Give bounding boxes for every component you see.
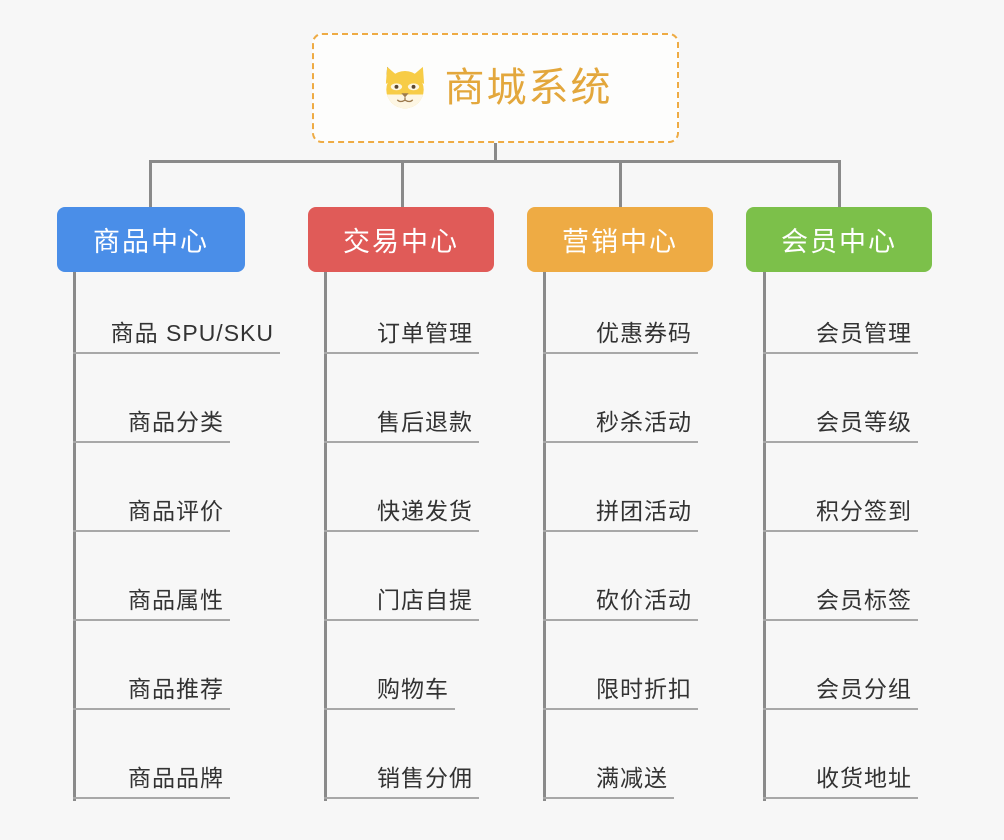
connector-drop-2 (401, 160, 404, 207)
connector-root-stem (494, 143, 497, 163)
leaf-item[interactable]: 销售分佣 (324, 710, 479, 799)
leaf-label: 会员分组 (816, 675, 912, 702)
category-label-3: 营销中心 (562, 227, 678, 257)
leaf-item[interactable]: 优惠券码 (543, 265, 698, 354)
category-box-1[interactable]: 商品中心 (57, 207, 245, 272)
leaf-label: 收货地址 (816, 764, 912, 791)
leaf-item[interactable]: 砍价活动 (543, 532, 698, 621)
leaf-item[interactable]: 订单管理 (324, 265, 479, 354)
leaf-item[interactable]: 门店自提 (324, 532, 479, 621)
leaf-item[interactable]: 购物车 (324, 621, 455, 710)
leaf-item[interactable]: 快递发货 (324, 443, 479, 532)
leaf-label: 商品属性 (128, 586, 224, 613)
connector-drop-4 (838, 160, 841, 207)
root-node[interactable]: 商城系统 (312, 33, 679, 143)
connector-horizontal-bus (149, 160, 839, 163)
leaf-label: 会员等级 (816, 408, 912, 435)
leaf-item[interactable]: 商品推荐 (73, 621, 230, 710)
leaf-label: 秒杀活动 (596, 408, 692, 435)
leaf-label: 砍价活动 (596, 586, 692, 613)
leaf-item[interactable]: 会员管理 (763, 265, 918, 354)
leaf-item[interactable]: 秒杀活动 (543, 354, 698, 443)
category-box-3[interactable]: 营销中心 (527, 207, 713, 272)
leaf-label: 会员标签 (816, 586, 912, 613)
leaf-label: 销售分佣 (377, 764, 473, 791)
leaf-item[interactable]: 收货地址 (763, 710, 918, 799)
leaf-item[interactable]: 限时折扣 (543, 621, 698, 710)
category-box-2[interactable]: 交易中心 (308, 207, 494, 272)
leaf-label: 积分签到 (816, 497, 912, 524)
leaf-label: 优惠券码 (596, 319, 692, 346)
leaf-item[interactable]: 商品 SPU/SKU (73, 265, 280, 354)
leaf-label: 售后退款 (377, 408, 473, 435)
branch-trunk-1 (73, 272, 76, 801)
leaf-label: 商品评价 (128, 497, 224, 524)
category-label-2: 交易中心 (343, 227, 459, 257)
leaf-item[interactable]: 商品评价 (73, 443, 230, 532)
leaf-item[interactable]: 商品分类 (73, 354, 230, 443)
leaf-label: 商品推荐 (128, 675, 224, 702)
leaf-label: 快递发货 (377, 497, 473, 524)
leaf-label: 商品 SPU/SKU (110, 319, 274, 346)
leaf-label: 门店自提 (377, 586, 473, 613)
leaf-item[interactable]: 商品属性 (73, 532, 230, 621)
leaf-item[interactable]: 满减送 (543, 710, 674, 799)
branch-trunk-4 (763, 272, 766, 801)
leaf-label: 拼团活动 (596, 497, 692, 524)
leaf-item[interactable]: 会员等级 (763, 354, 918, 443)
category-label-4: 会员中心 (781, 227, 897, 257)
leaf-label: 商品分类 (128, 408, 224, 435)
leaf-label: 购物车 (377, 675, 449, 702)
leaf-label: 商品品牌 (128, 764, 224, 791)
leaf-label: 满减送 (596, 764, 668, 791)
shiba-dog-face-icon (385, 66, 424, 109)
leaf-label: 订单管理 (377, 319, 473, 346)
connector-drop-3 (619, 160, 622, 207)
leaf-item[interactable]: 售后退款 (324, 354, 479, 443)
branch-trunk-2 (324, 272, 327, 801)
leaf-label: 会员管理 (816, 319, 912, 346)
leaf-item[interactable]: 商品品牌 (73, 710, 230, 799)
branch-trunk-3 (543, 272, 546, 801)
connector-drop-1 (149, 160, 152, 207)
leaf-item[interactable]: 拼团活动 (543, 443, 698, 532)
leaf-item[interactable]: 会员分组 (763, 621, 918, 710)
root-title: 商城系统 (444, 66, 613, 110)
category-box-4[interactable]: 会员中心 (746, 207, 932, 272)
category-label-1: 商品中心 (93, 227, 209, 257)
leaf-label: 限时折扣 (596, 675, 692, 702)
leaf-item[interactable]: 会员标签 (763, 532, 918, 621)
leaf-item[interactable]: 积分签到 (763, 443, 918, 532)
